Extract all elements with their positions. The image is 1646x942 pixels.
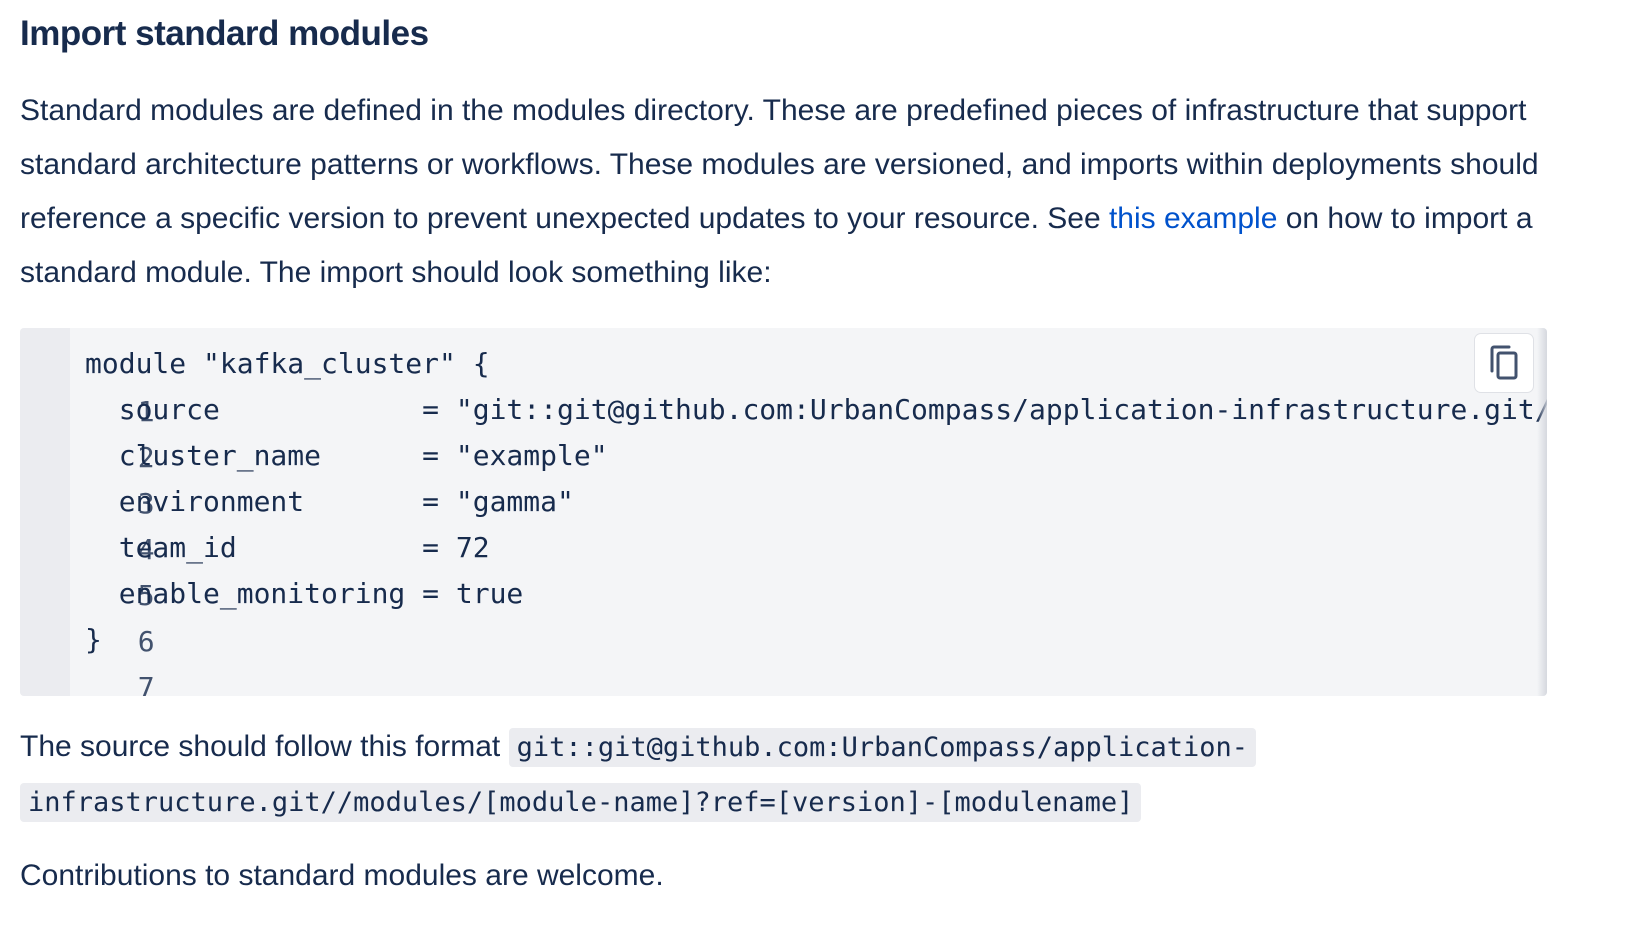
this-example-link[interactable]: this example — [1108, 202, 1278, 235]
intro-text: Standard modules are defined in the modu… — [20, 94, 1539, 235]
line-number: 5 — [137, 579, 155, 612]
code-text: enable_monitoring = true — [85, 577, 524, 610]
code-block: 1 module "kafka_cluster" { 2 source = "gi… — [20, 328, 1547, 696]
code-line: 6 enable_monitoring = true — [20, 570, 524, 658]
code-line: 7} — [20, 616, 171, 696]
line-number-gutter — [20, 328, 70, 696]
section-heading: Import standard modules — [20, 14, 429, 53]
code-line: 3 cluster_name = "example" — [20, 432, 608, 520]
code-text: cluster_name = "example" — [85, 439, 608, 472]
intro-paragraph: Standard modules are defined in the modu… — [20, 84, 1550, 300]
code-line: 2 source = "git::git@github.com:UrbanCom… — [20, 386, 1547, 474]
code-line: 4 environment = "gamma" — [20, 478, 574, 566]
copy-code-button[interactable] — [1475, 334, 1533, 392]
line-number: 4 — [137, 533, 155, 566]
code-text: module "kafka_cluster" { — [85, 347, 490, 380]
code-text: environment = "gamma" — [85, 485, 574, 518]
code-line: 5 team_id = 72 — [20, 524, 490, 612]
code-text: team_id = 72 — [85, 531, 490, 564]
contributions-text: Contributions to standard modules are we… — [20, 859, 664, 892]
format-text: The source should follow this format — [20, 730, 509, 763]
line-number: 2 — [137, 441, 155, 474]
line-number: 7 — [137, 671, 155, 696]
overflow-shade — [1537, 328, 1547, 696]
line-number: 6 — [137, 625, 155, 658]
code-line: 1 module "kafka_cluster" { — [20, 340, 490, 428]
intro-text-after-link: on how to import a standard module. The … — [20, 202, 1533, 289]
copy-icon — [1490, 345, 1518, 380]
line-number: 3 — [137, 487, 155, 520]
line-number: 1 — [137, 395, 155, 428]
format-paragraph: The source should follow this format git… — [20, 720, 1550, 830]
code-text: source = "git::git@github.com:UrbanCompa… — [85, 393, 1547, 426]
code-text: } — [85, 623, 102, 656]
